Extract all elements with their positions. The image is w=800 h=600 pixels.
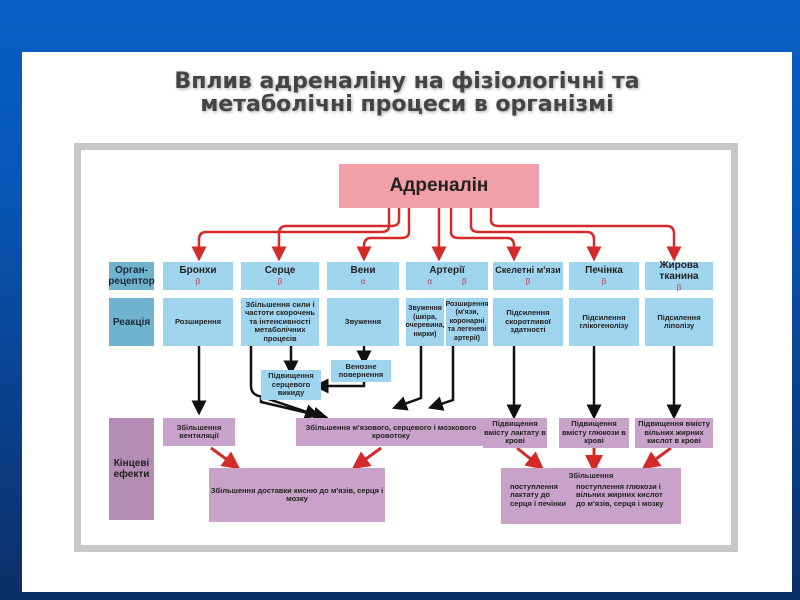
label-receptor: Орган- рецептор [108,262,155,290]
arrow-root-bronchi [191,208,391,262]
reaction-arteries-a: Звуження (шкіра, очеревина, нирки) [406,298,444,346]
effect-blood-flow: Збільшення м'язового, серцевого і мозков… [296,418,486,446]
reaction-arteries-b: Розширення (м'язи, коронарні та легеневі… [446,298,489,346]
adrenaline-box: Адреналін [339,164,539,208]
reaction-heart: Збільшення сили і частоти скорочень та і… [241,298,319,346]
effect-fatty-acids: Підвищення вмісту вільних жирних кислот … [635,418,713,448]
reaction-fat: Підсилення ліполізу [645,298,713,346]
increase-right: поступлення глюкози і вільних жирних кис… [576,481,664,508]
arrow-acids-increase [641,446,672,470]
arrow-root-fat [489,208,682,262]
arrow-heart-flow [249,346,321,419]
arrows-layer [191,208,682,473]
effect-arrows [210,446,672,473]
arrow-arteries-b-flow [427,346,455,411]
reaction-muscle: Підсилення скоротливої здатності [493,298,563,346]
slide: Вплив адреналіну на фізіологічні та мета… [22,52,792,592]
diagram-frame: Адреналін Орган- рецептор Реакція Кінцев… [74,143,738,552]
cardiac-output-box: Підвищення серцевого викиду [261,370,321,400]
effect-oxygen-delivery: Збільшення доставки кисню до м'язів, сер… [209,468,385,522]
reaction-veins: Звуження [327,298,399,346]
effect-glucose: Підвищення вмісту глюкози в крові [559,418,629,448]
arrow-root-muscle [449,208,522,262]
reaction-arrows [191,346,682,422]
arrow-flow-oxygen [351,446,382,470]
arrow-arteries-a-flow [391,346,423,411]
arrow-lactate-increase [516,446,545,470]
increase-title: Збільшення [568,471,614,480]
effect-ventilation: Збільшення вентиляції [163,418,235,446]
label-reaction: Реакція [109,298,154,346]
arrow-vent-oxygen [210,446,241,470]
slide-title: Вплив адреналіну на фізіологічні та мета… [22,70,792,116]
title-line-2: метаболічні процеси в організмі [200,92,614,117]
title-line-1: Вплив адреналіну на фізіологічні та [174,69,640,94]
arrow-root-veins [356,208,411,262]
arrow-return-output [313,378,366,394]
effect-increase: Збільшення поступлення лактату до серця … [501,468,681,524]
arrow-root-heart [271,208,401,262]
reaction-liver: Підсилення глікогенолізу [569,298,639,346]
label-effects: Кінцеві ефекти [109,418,154,520]
effect-lactate: Підвищення вмісту лактату в крові [483,418,547,448]
increase-left: поступлення лактату до серця і печінки [510,481,567,508]
reaction-bronchi: Розширення [163,298,233,346]
venous-return-box: Венозне повернення [331,360,391,382]
arrow-root-liver [469,208,602,262]
root-arrows [191,208,682,262]
